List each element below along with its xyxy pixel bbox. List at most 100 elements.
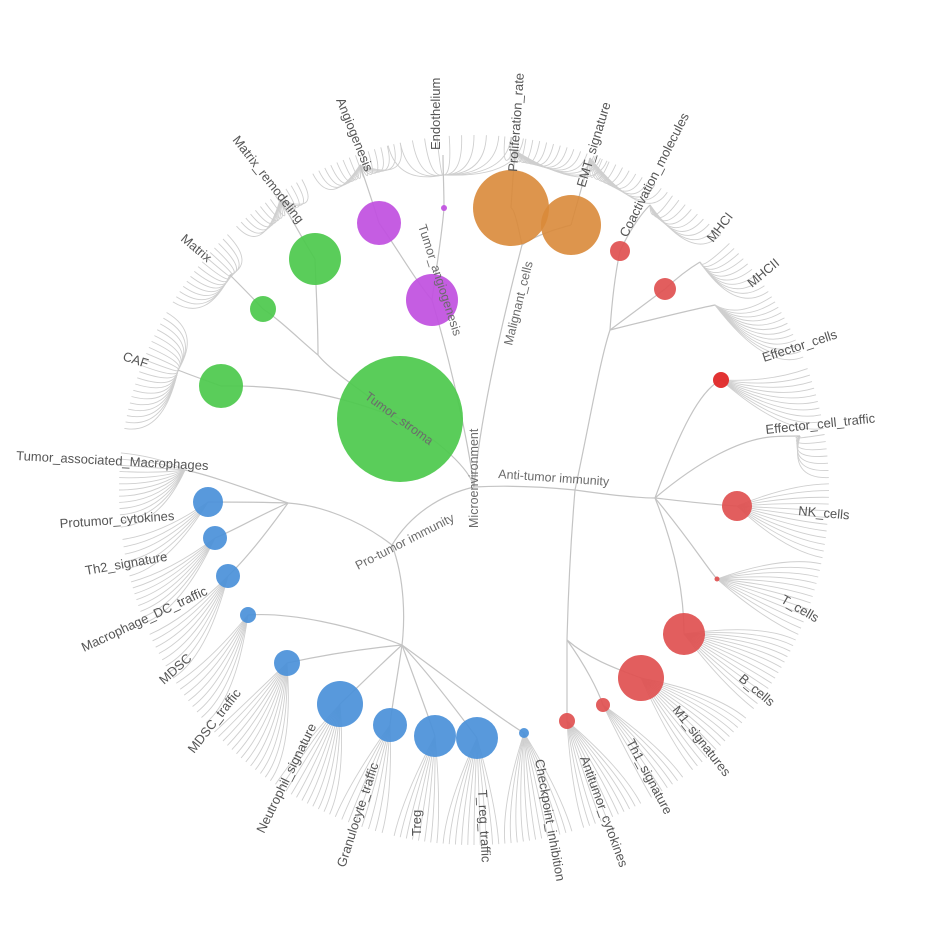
node-tumor-angiogenesis[interactable]: [406, 274, 458, 326]
node-matrix-remodeling[interactable]: [289, 233, 341, 285]
fan-line: [205, 614, 249, 724]
fan-line: [134, 537, 216, 595]
fan-line: [442, 135, 463, 176]
node-granulocyte-traffic[interactable]: [373, 708, 407, 742]
edge-pro-upper: [287, 502, 393, 546]
fan-line: [227, 234, 243, 276]
node-proliferation-rate[interactable]: [473, 170, 549, 246]
node-tumor-stroma[interactable]: [337, 356, 463, 482]
node-protumor-cytokines[interactable]: [193, 487, 223, 517]
fan-line: [523, 732, 567, 834]
node-neutrophil[interactable]: [317, 681, 363, 727]
fan-line: [119, 469, 186, 479]
fan-line: [523, 732, 530, 841]
fan-line: [240, 662, 288, 759]
fan-line: [796, 435, 828, 457]
fan-line: [699, 243, 730, 265]
fan-line: [336, 162, 361, 183]
fan-line: [720, 379, 813, 388]
node-angiogenesis[interactable]: [357, 201, 401, 245]
fan-line: [589, 157, 603, 178]
edge-pro-lower: [391, 544, 405, 646]
fan-line: [716, 578, 813, 597]
fan-line: [566, 720, 591, 826]
fan-line: [194, 271, 231, 286]
node-antitumor-cytokines[interactable]: [559, 713, 575, 729]
node-t-cells[interactable]: [714, 576, 720, 582]
node-m1-signatures[interactable]: [618, 655, 664, 701]
fan-line: [260, 662, 288, 774]
fan-line: [182, 274, 231, 296]
leaf-matrix-remodeling: Matrix_remodeling: [230, 133, 308, 227]
fan-line: [152, 575, 229, 642]
fan-line: [142, 537, 216, 618]
fan-line: [714, 304, 794, 340]
tree-edges: [177, 149, 801, 739]
node-endothelium[interactable]: [441, 205, 447, 211]
fan-line: [566, 720, 642, 804]
node-mdsc[interactable]: [240, 607, 256, 623]
node-treg[interactable]: [414, 715, 456, 757]
leaf-th1-signature: Th1_signature: [623, 736, 675, 816]
fan-line: [720, 379, 818, 405]
node-nk-cells[interactable]: [722, 491, 752, 521]
fan-line: [144, 537, 216, 624]
fan-line: [172, 575, 229, 679]
node-emt-signature[interactable]: [541, 195, 601, 255]
fan-line: [176, 614, 249, 684]
fan-line: [119, 469, 186, 503]
leaf-mhcii: MHCII: [744, 255, 782, 290]
fan-line: [566, 720, 625, 812]
fan-line: [714, 304, 804, 361]
fan-line: [260, 199, 282, 222]
fan-line: [279, 179, 309, 205]
fan-line: [146, 352, 180, 371]
fan-line: [716, 561, 822, 580]
node-effector-cells[interactable]: [713, 372, 729, 388]
fan-line: [442, 138, 524, 176]
leaf-t-reg-traffic: T_reg_traffic: [475, 789, 494, 863]
node-mdsc-traffic[interactable]: [274, 650, 300, 676]
fan-line: [442, 135, 451, 176]
node-mhci[interactable]: [654, 278, 676, 300]
fan-line: [136, 537, 216, 601]
node-caf[interactable]: [199, 364, 243, 408]
leaf-effector-cells: Effector_cells: [760, 326, 839, 364]
node-b-cells[interactable]: [663, 613, 705, 655]
fan-line: [255, 662, 288, 770]
fan-line: [520, 732, 525, 842]
node-checkpoint[interactable]: [519, 728, 529, 738]
fan-line: [120, 458, 186, 471]
node-t-reg-traffic[interactable]: [456, 717, 498, 759]
fan-line: [245, 662, 288, 763]
node-macrophage-dc-traffic[interactable]: [216, 564, 240, 588]
node-th2[interactable]: [203, 526, 227, 550]
fan-line: [124, 369, 179, 430]
fan-line: [120, 452, 186, 471]
leaf-caf: CAF: [121, 349, 150, 371]
fan-line: [566, 720, 602, 822]
fan-line: [201, 261, 231, 280]
edge-efftraffic-out: [769, 435, 801, 438]
fan-line: [515, 732, 525, 843]
edge-upper-tam: [184, 469, 289, 504]
fan-line: [716, 578, 804, 623]
node-th1-signature[interactable]: [596, 698, 610, 712]
fan-line: [169, 575, 229, 673]
fan-line: [716, 578, 799, 635]
fan-line: [236, 662, 288, 755]
fan-line: [523, 732, 555, 837]
edge-lower-mdsc: [247, 613, 403, 646]
node-coactivation[interactable]: [610, 241, 630, 261]
fan-line: [166, 312, 188, 371]
fan-line: [129, 501, 209, 577]
fan-line: [720, 379, 815, 393]
fan-line: [602, 704, 668, 788]
edge-upper-mhcii: [609, 304, 716, 331]
fan-line: [120, 469, 186, 522]
fan-line: [523, 732, 561, 835]
fan-line: [716, 578, 802, 629]
leaf-mhci: MHCI: [704, 209, 736, 244]
node-matrix[interactable]: [250, 296, 276, 322]
